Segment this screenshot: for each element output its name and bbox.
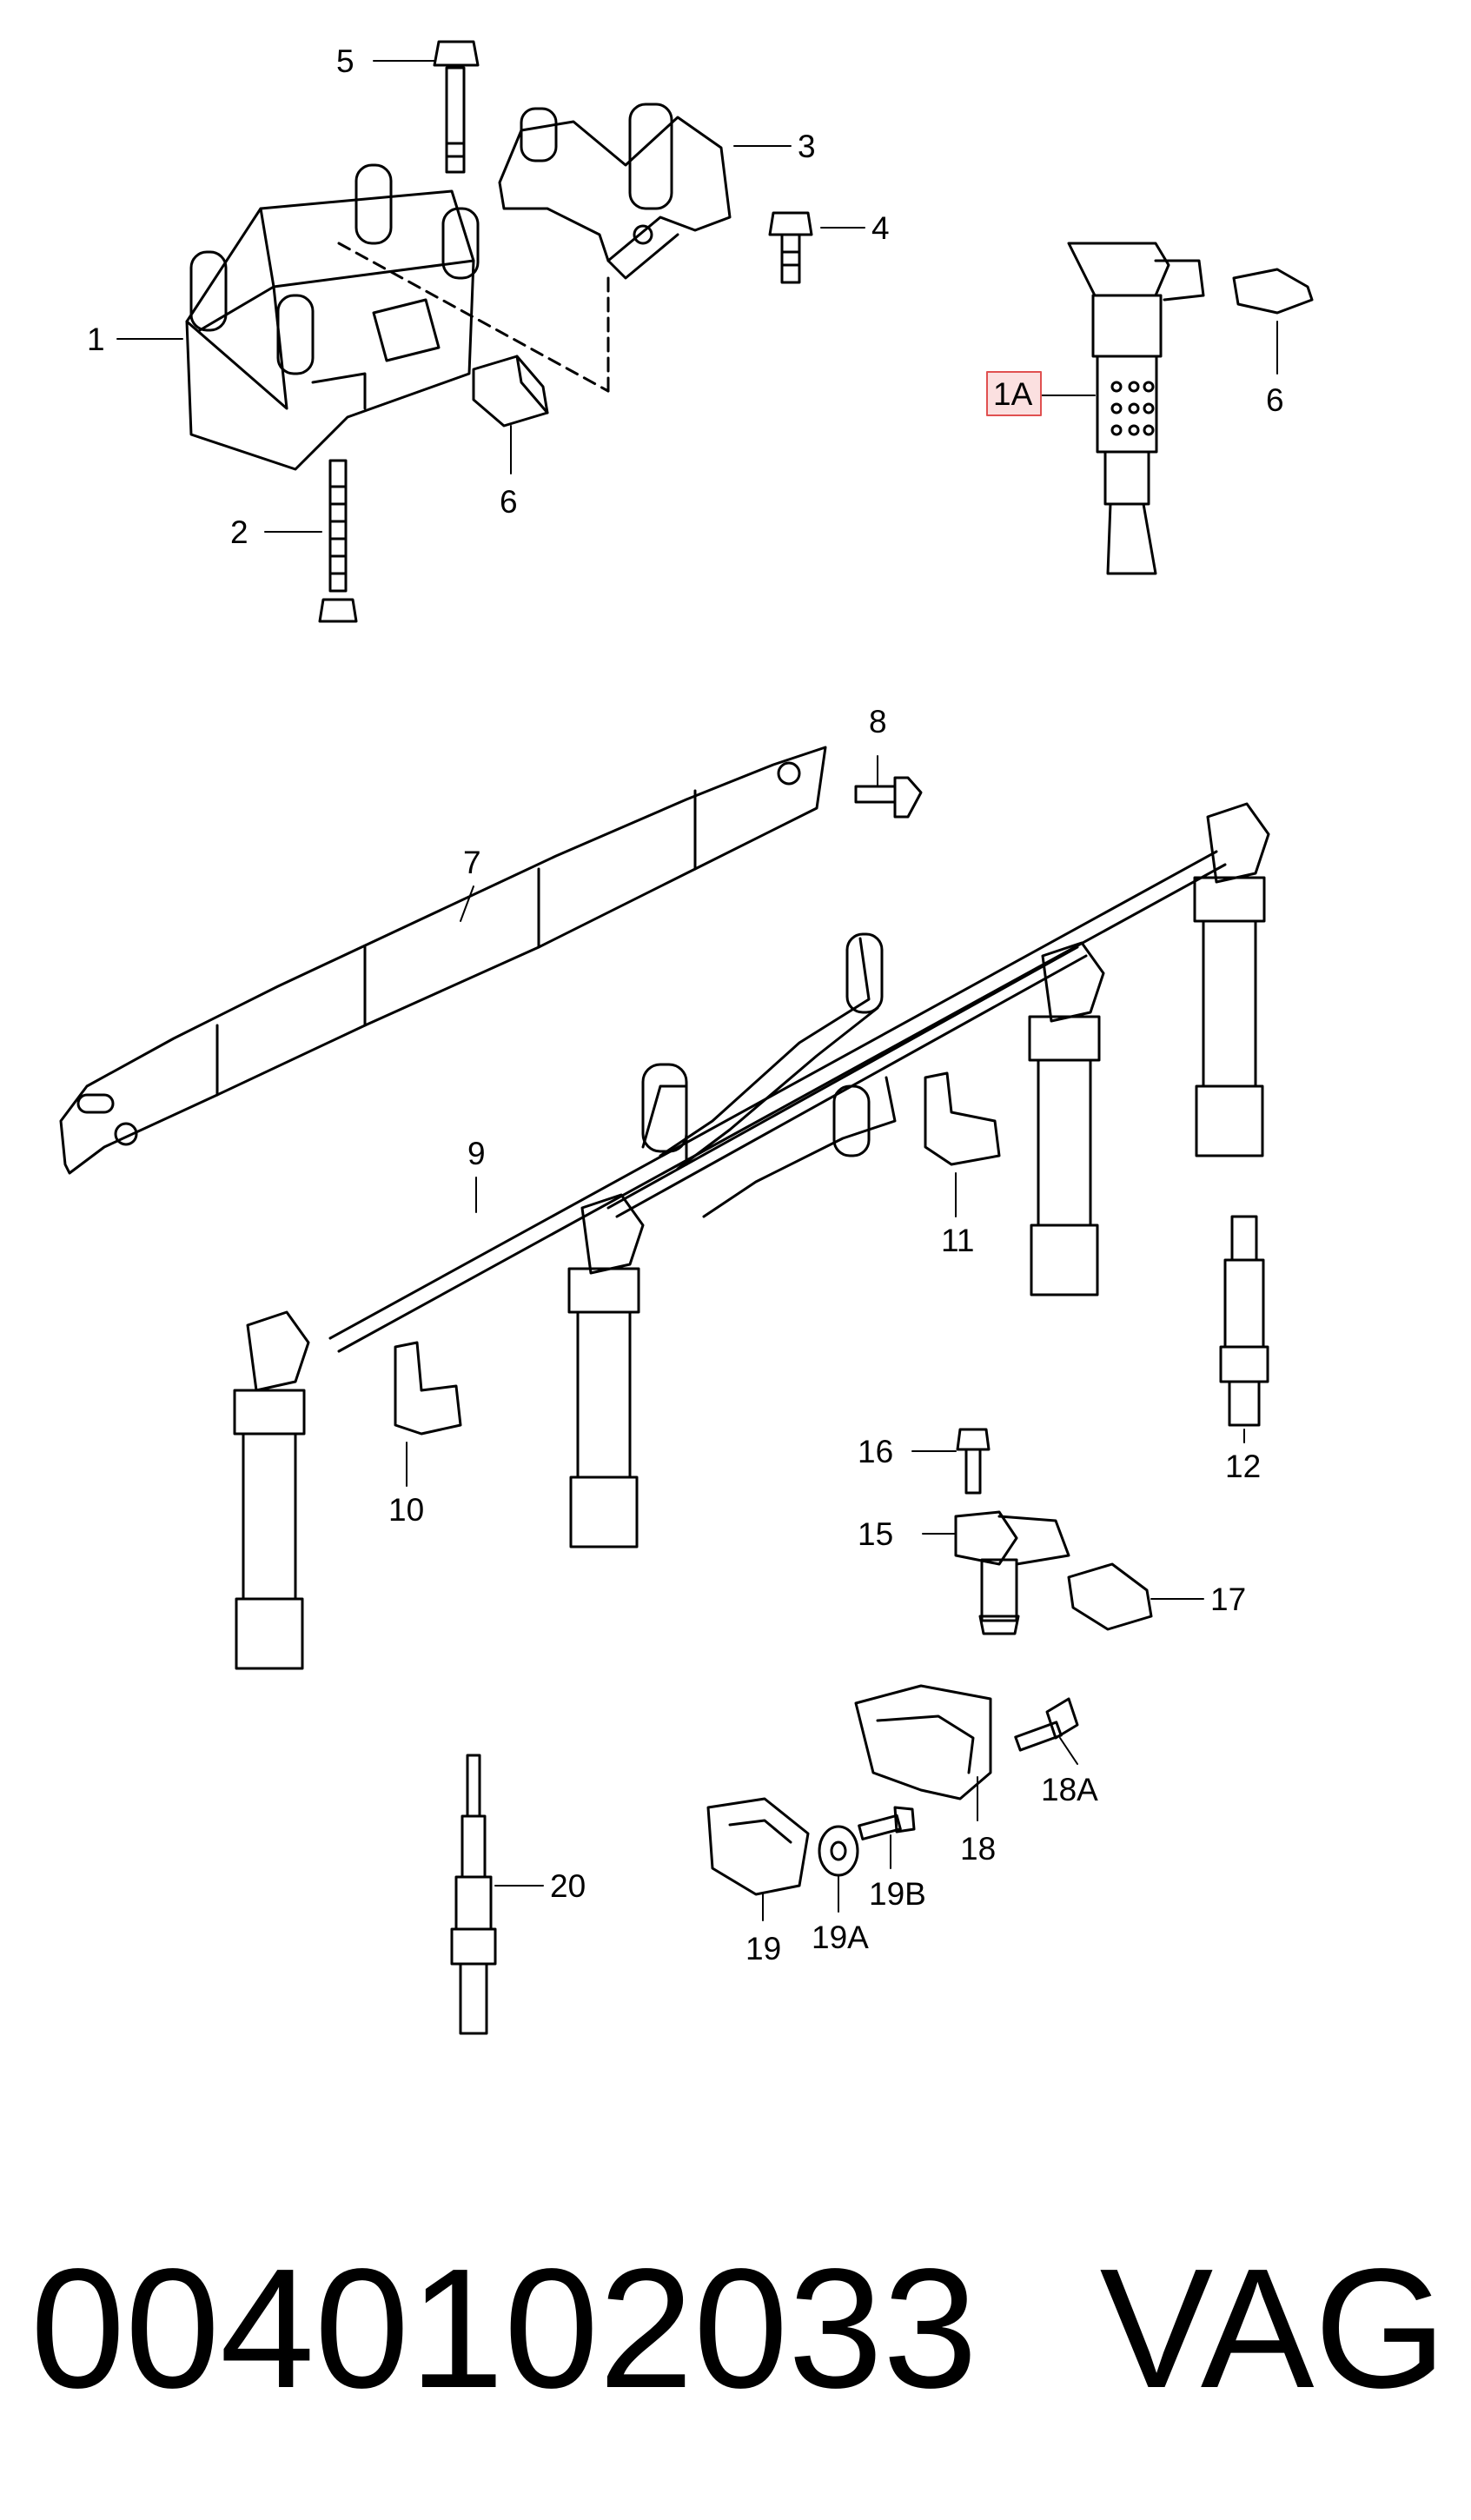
callout-17: 17 — [1210, 1582, 1246, 1617]
brand-name: VAG — [1099, 2233, 1447, 2424]
callout-19: 19 — [745, 1931, 781, 1966]
connector-17 — [1067, 1562, 1153, 1631]
callout-2: 2 — [230, 514, 248, 550]
bolt-19B — [858, 1806, 916, 1840]
callout-11: 11 — [941, 1223, 974, 1258]
part-number: 0040102033 — [30, 2233, 978, 2424]
bracket-3 — [498, 103, 732, 393]
callout-1A: 1A — [993, 376, 1033, 412]
plug-boot-1 — [233, 1310, 310, 1670]
part-number-footer: 0040102033 VAG — [30, 2225, 1447, 2433]
callout-12: 12 — [1225, 1449, 1261, 1484]
callout-7: 7 — [463, 845, 481, 880]
bolt-4 — [768, 211, 813, 284]
spark-plug-12 — [1219, 1215, 1269, 1427]
connector-6-left — [472, 355, 549, 428]
callout-18A: 18A — [1041, 1772, 1098, 1807]
plug-boot-3 — [1028, 941, 1105, 1296]
connector-6-right — [1232, 268, 1314, 315]
clip-11 — [924, 1071, 1001, 1166]
callout-4: 4 — [871, 210, 890, 246]
pencil-ignition-coil — [1067, 242, 1205, 575]
highlight-box-1A — [986, 371, 1042, 416]
bolt-2 — [318, 459, 358, 623]
callout-3: 3 — [798, 129, 816, 164]
callout-labels: 1 1A 2 3 4 5 6 6 7 8 9 10 11 12 15 16 17… — [87, 43, 1284, 1966]
callout-16: 16 — [858, 1434, 893, 1469]
callout-5: 5 — [336, 43, 354, 79]
bracket-18 — [854, 1684, 992, 1800]
bolt-8 — [854, 776, 923, 819]
callout-8: 8 — [869, 704, 887, 739]
ignition-leads-9 — [328, 850, 1227, 1353]
glow-plug-20 — [450, 1754, 497, 2035]
callout-19A: 19A — [812, 1920, 869, 1955]
callout-9: 9 — [467, 1136, 486, 1171]
plug-boot-2 — [567, 1193, 645, 1548]
callout-20: 20 — [550, 1868, 586, 1904]
callout-6-right: 6 — [1266, 382, 1284, 418]
clip-10 — [394, 1341, 462, 1436]
callout-18: 18 — [960, 1831, 996, 1867]
plug-boot-4 — [1193, 802, 1270, 1157]
callout-10: 10 — [388, 1492, 424, 1528]
callout-15: 15 — [858, 1516, 893, 1552]
bolt-5 — [433, 40, 480, 174]
callout-19B: 19B — [869, 1876, 926, 1912]
leader-lines — [116, 60, 1278, 1921]
cover-7 — [59, 746, 827, 1175]
washer-19A — [818, 1825, 859, 1877]
ring-19 — [706, 1797, 810, 1896]
bolt-18A — [1014, 1697, 1079, 1752]
exploded-parts-diagram: 1 1A 2 3 4 5 6 6 7 8 9 10 11 12 15 16 17… — [59, 40, 1314, 2035]
callout-1: 1 — [87, 322, 105, 357]
bolt-16 — [956, 1428, 991, 1495]
sensor-15 — [954, 1510, 1070, 1635]
ignition-coil-pack — [185, 163, 610, 471]
callout-6-left: 6 — [500, 484, 518, 520]
